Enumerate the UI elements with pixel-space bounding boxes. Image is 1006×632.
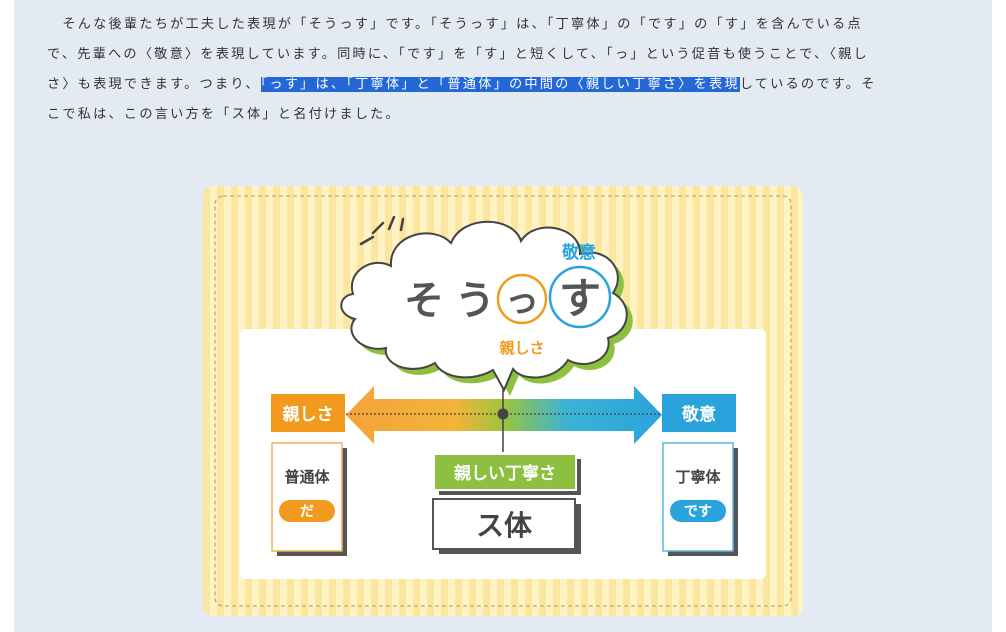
paragraph-line-2: で、先輩への〈敬意〉を表現しています。同時に、「です」を「す」と短くして、「っ」… (47, 47, 869, 62)
paragraph-line-3-start: さ〉も表現できます。つまり、 (47, 77, 261, 92)
suutai-illustration: そ う っ す 敬意 親しさ 親しさ 普通体 だ 敬意 丁寧体 です 親しい丁寧… (203, 186, 803, 616)
center-label-text: 親しい丁寧さ (454, 463, 556, 484)
left-card (271, 442, 343, 552)
label-respect-bubble: 敬意 (561, 242, 596, 263)
left-card-pill (279, 500, 335, 522)
left-tag-label: 親しさ (283, 404, 334, 425)
left-tag-box (271, 394, 345, 432)
right-tag-box (662, 394, 736, 432)
right-card-pill-label: です (684, 504, 712, 520)
right-card-title: 丁寧体 (675, 468, 721, 486)
thought-cloud (340, 220, 633, 396)
right-card (662, 442, 734, 552)
bubble-char-su: す (559, 274, 601, 323)
article-paragraph: そんな後輩たちが工夫した表現が「そうっす」です。「そうっす」は、「丁寧体」の「で… (47, 10, 967, 130)
text-selection-highlight[interactable]: 「っす」は、「丁寧体」と「普通体」の中間の〈親しい丁寧さ〉を表現 (260, 77, 740, 92)
left-card-title: 普通体 (284, 468, 330, 486)
friendly-circle (496, 273, 548, 325)
left-card-pill-label: だ (300, 504, 314, 520)
bubble-char-small-tsu: っ (505, 281, 539, 321)
center-label-box (433, 453, 577, 491)
center-dot (497, 408, 509, 420)
right-tag-label: 敬意 (681, 404, 716, 425)
right-card-pill (670, 500, 726, 522)
bubble-char-u: う (455, 278, 495, 324)
center-box (432, 498, 576, 550)
paragraph-line-1: そんな後輩たちが工夫した表現が「そうっす」です。「そうっす」は、「丁寧体」の「で… (47, 17, 863, 32)
paragraph-line-4: こで私は、この言い方を「ス体」と名付けました。 (47, 107, 401, 122)
center-box-text: ス体 (476, 509, 533, 542)
respect-circle (548, 265, 612, 329)
paragraph-line-3-end: しているのです。そ (739, 77, 877, 92)
bubble-char-so: そ (404, 278, 444, 324)
frame-dashed-border (214, 195, 792, 607)
label-friendly-bubble: 親しさ (499, 339, 544, 357)
emphasis-lines (359, 215, 405, 246)
